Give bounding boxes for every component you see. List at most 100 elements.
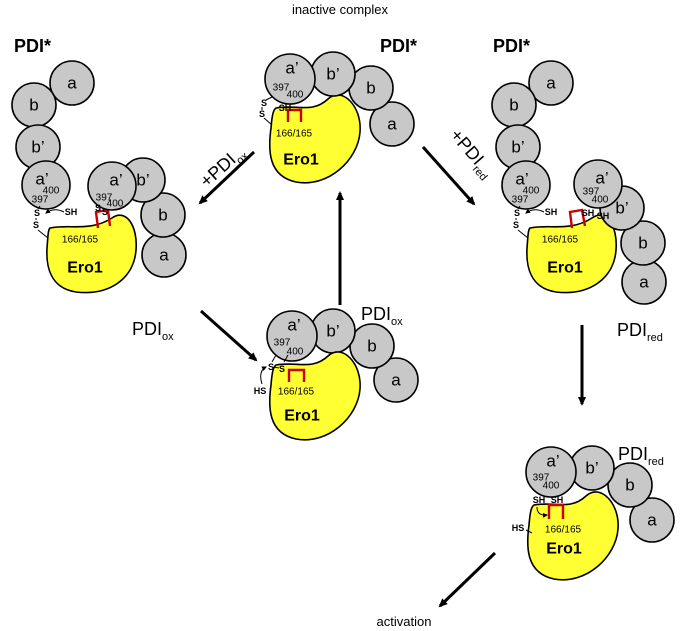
pdi-red-domain-b-label: b (638, 234, 647, 253)
residue-400: 400 (43, 186, 60, 197)
thiol-hs: HS (254, 386, 267, 396)
disulfide-line (271, 354, 289, 369)
plus-pdi-red-label: +PDIred (443, 125, 498, 183)
residue-397: 397 (274, 338, 291, 349)
pdi-ox-domain-a-prime-circle (87, 161, 137, 211)
arrow-inactive-to-right (421, 145, 476, 206)
domain-b-label: b (509, 96, 518, 115)
domain-a-prime-label: a’ (285, 59, 298, 78)
pdi-ox-residue-400: 400 (107, 199, 124, 210)
thiol-sh: SH (65, 207, 78, 217)
pdi-red-domain-a-prime-label: a’ (595, 169, 608, 188)
complex-pdi-red: PDIred a b b’ Ero1 166/165 a’ 397 400 SH… (512, 444, 675, 581)
domain-b-prime-label: b’ (326, 322, 339, 341)
disulfide-bridge (287, 368, 306, 382)
domain-b-label: b (29, 96, 38, 115)
complex-pdi-ox: PDIox a b b’ Ero1 166/165 a’ 397 400 S S… (254, 304, 419, 441)
pdi-ox-domain-a-prime-label: a’ (109, 171, 122, 190)
inactive-complex-label: inactive complex (292, 2, 389, 17)
activation-label: activation (377, 614, 432, 629)
residue-397: 397 (533, 473, 550, 484)
pdi-red-label: PDIred (617, 320, 663, 344)
domain-b-label: b (367, 337, 376, 356)
ero1-shape (268, 94, 361, 184)
residue-166-165: 166/165 (545, 525, 582, 536)
pdi-ox-sulfur-1: S (95, 203, 101, 213)
complex-right: PDI* a b b’ a’ 400 397 Ero1 166/165 S S … (491, 36, 667, 344)
pdi-star-label: PDI* (493, 36, 530, 56)
domain-a-prime-label: a’ (515, 170, 528, 189)
complex-left: PDI* a b b’ a’ 400 397 Ero1 166/165 S S … (11, 36, 187, 343)
pdi-red-domain-a-label: a (639, 273, 649, 292)
arrow-inactive-to-left (198, 150, 256, 205)
ero1-label: Ero1 (547, 260, 583, 277)
domain-a-prime-label: a’ (546, 452, 559, 471)
pdi-red-residue-397: 397 (583, 187, 600, 198)
residue-397: 397 (32, 195, 49, 206)
domain-a-label: a (67, 74, 77, 93)
sulfur-2: S (259, 109, 265, 119)
domain-a-circle (629, 497, 675, 543)
ero1-label: Ero1 (67, 260, 103, 277)
domain-b-label: b (625, 476, 634, 495)
arrow-to-activation (438, 551, 497, 608)
ero1-label: Ero1 (283, 152, 319, 169)
disulfide-bridge (94, 208, 112, 229)
thiol-attack-arrow (525, 208, 545, 214)
residue-166-165: 166/165 (278, 387, 315, 398)
complex-inactive: PDI* Ero1 166/165 a b b’ a’ 397 400 SH S… (259, 36, 417, 184)
residue-397: 397 (512, 195, 529, 206)
domain-b-prime-label: b’ (511, 138, 524, 157)
ero1-label: Ero1 (546, 541, 582, 558)
sulfur-1: S (34, 208, 40, 218)
disulfide-bridge (568, 208, 587, 229)
thiol-sh-2: SH (551, 495, 564, 505)
thiol-line (525, 529, 533, 534)
pdi-ox-domain-b-prime-label: b’ (136, 171, 149, 190)
sulfur-2: S (33, 220, 39, 230)
pdi-red-domain-a-prime-circle (573, 159, 623, 209)
domain-a-label: a (391, 371, 401, 390)
pdi-ox-residue-397: 397 (96, 193, 113, 204)
sulfur-2: S (513, 220, 519, 230)
disulfide-bridge (286, 108, 303, 122)
pdi-red-residue-400: 400 (592, 195, 609, 206)
pdi-red-domain-b-prime-label: b’ (615, 199, 628, 218)
residue-400: 400 (543, 481, 560, 492)
domain-b-prime-label: b’ (326, 65, 339, 84)
thiol-attack-arrow (45, 208, 65, 214)
domain-a-prime-label: a’ (35, 170, 48, 189)
domain-b-circle (607, 462, 653, 508)
domain-a-prime-circle (266, 310, 318, 362)
thiol-sh: SH (545, 207, 558, 217)
thiol-attack-arrow (260, 366, 267, 385)
thiol-hs: HS (512, 523, 525, 533)
residue-400: 400 (523, 186, 540, 197)
residue-166-165: 166/165 (62, 235, 99, 246)
plus-pdi-ox-label: +PDIox (196, 141, 251, 194)
pdi-star-label: PDI* (14, 36, 51, 56)
domain-a-label: a (387, 115, 397, 134)
thiol-sh: SH (279, 103, 292, 113)
domain-a-circle (373, 357, 419, 403)
domain-b-label: b (366, 79, 375, 98)
domain-a-prime-circle (264, 53, 316, 105)
pdi-ox-label: PDIox (361, 304, 403, 328)
pdi-ox-domain-b-circle (140, 192, 186, 238)
domain-b-prime-label: b’ (585, 459, 598, 478)
domain-a-circle (49, 60, 95, 106)
residue-400: 400 (287, 347, 304, 358)
domain-b-prime-label: b’ (31, 138, 44, 157)
sulfur-1: S (514, 208, 520, 218)
disulfide-line (261, 96, 273, 126)
sulfur-1: S (261, 98, 267, 108)
ero1-shape (46, 214, 137, 294)
domain-a-prime-label: a’ (287, 316, 300, 335)
thiol-sh-1: SH (533, 495, 546, 505)
ero1-shape (268, 351, 361, 441)
residue-166-165: 166/165 (276, 129, 313, 140)
pdi-red-label: PDIred (618, 444, 664, 468)
thiol-attack-arrow (536, 506, 548, 518)
disulfide-line (515, 205, 529, 239)
